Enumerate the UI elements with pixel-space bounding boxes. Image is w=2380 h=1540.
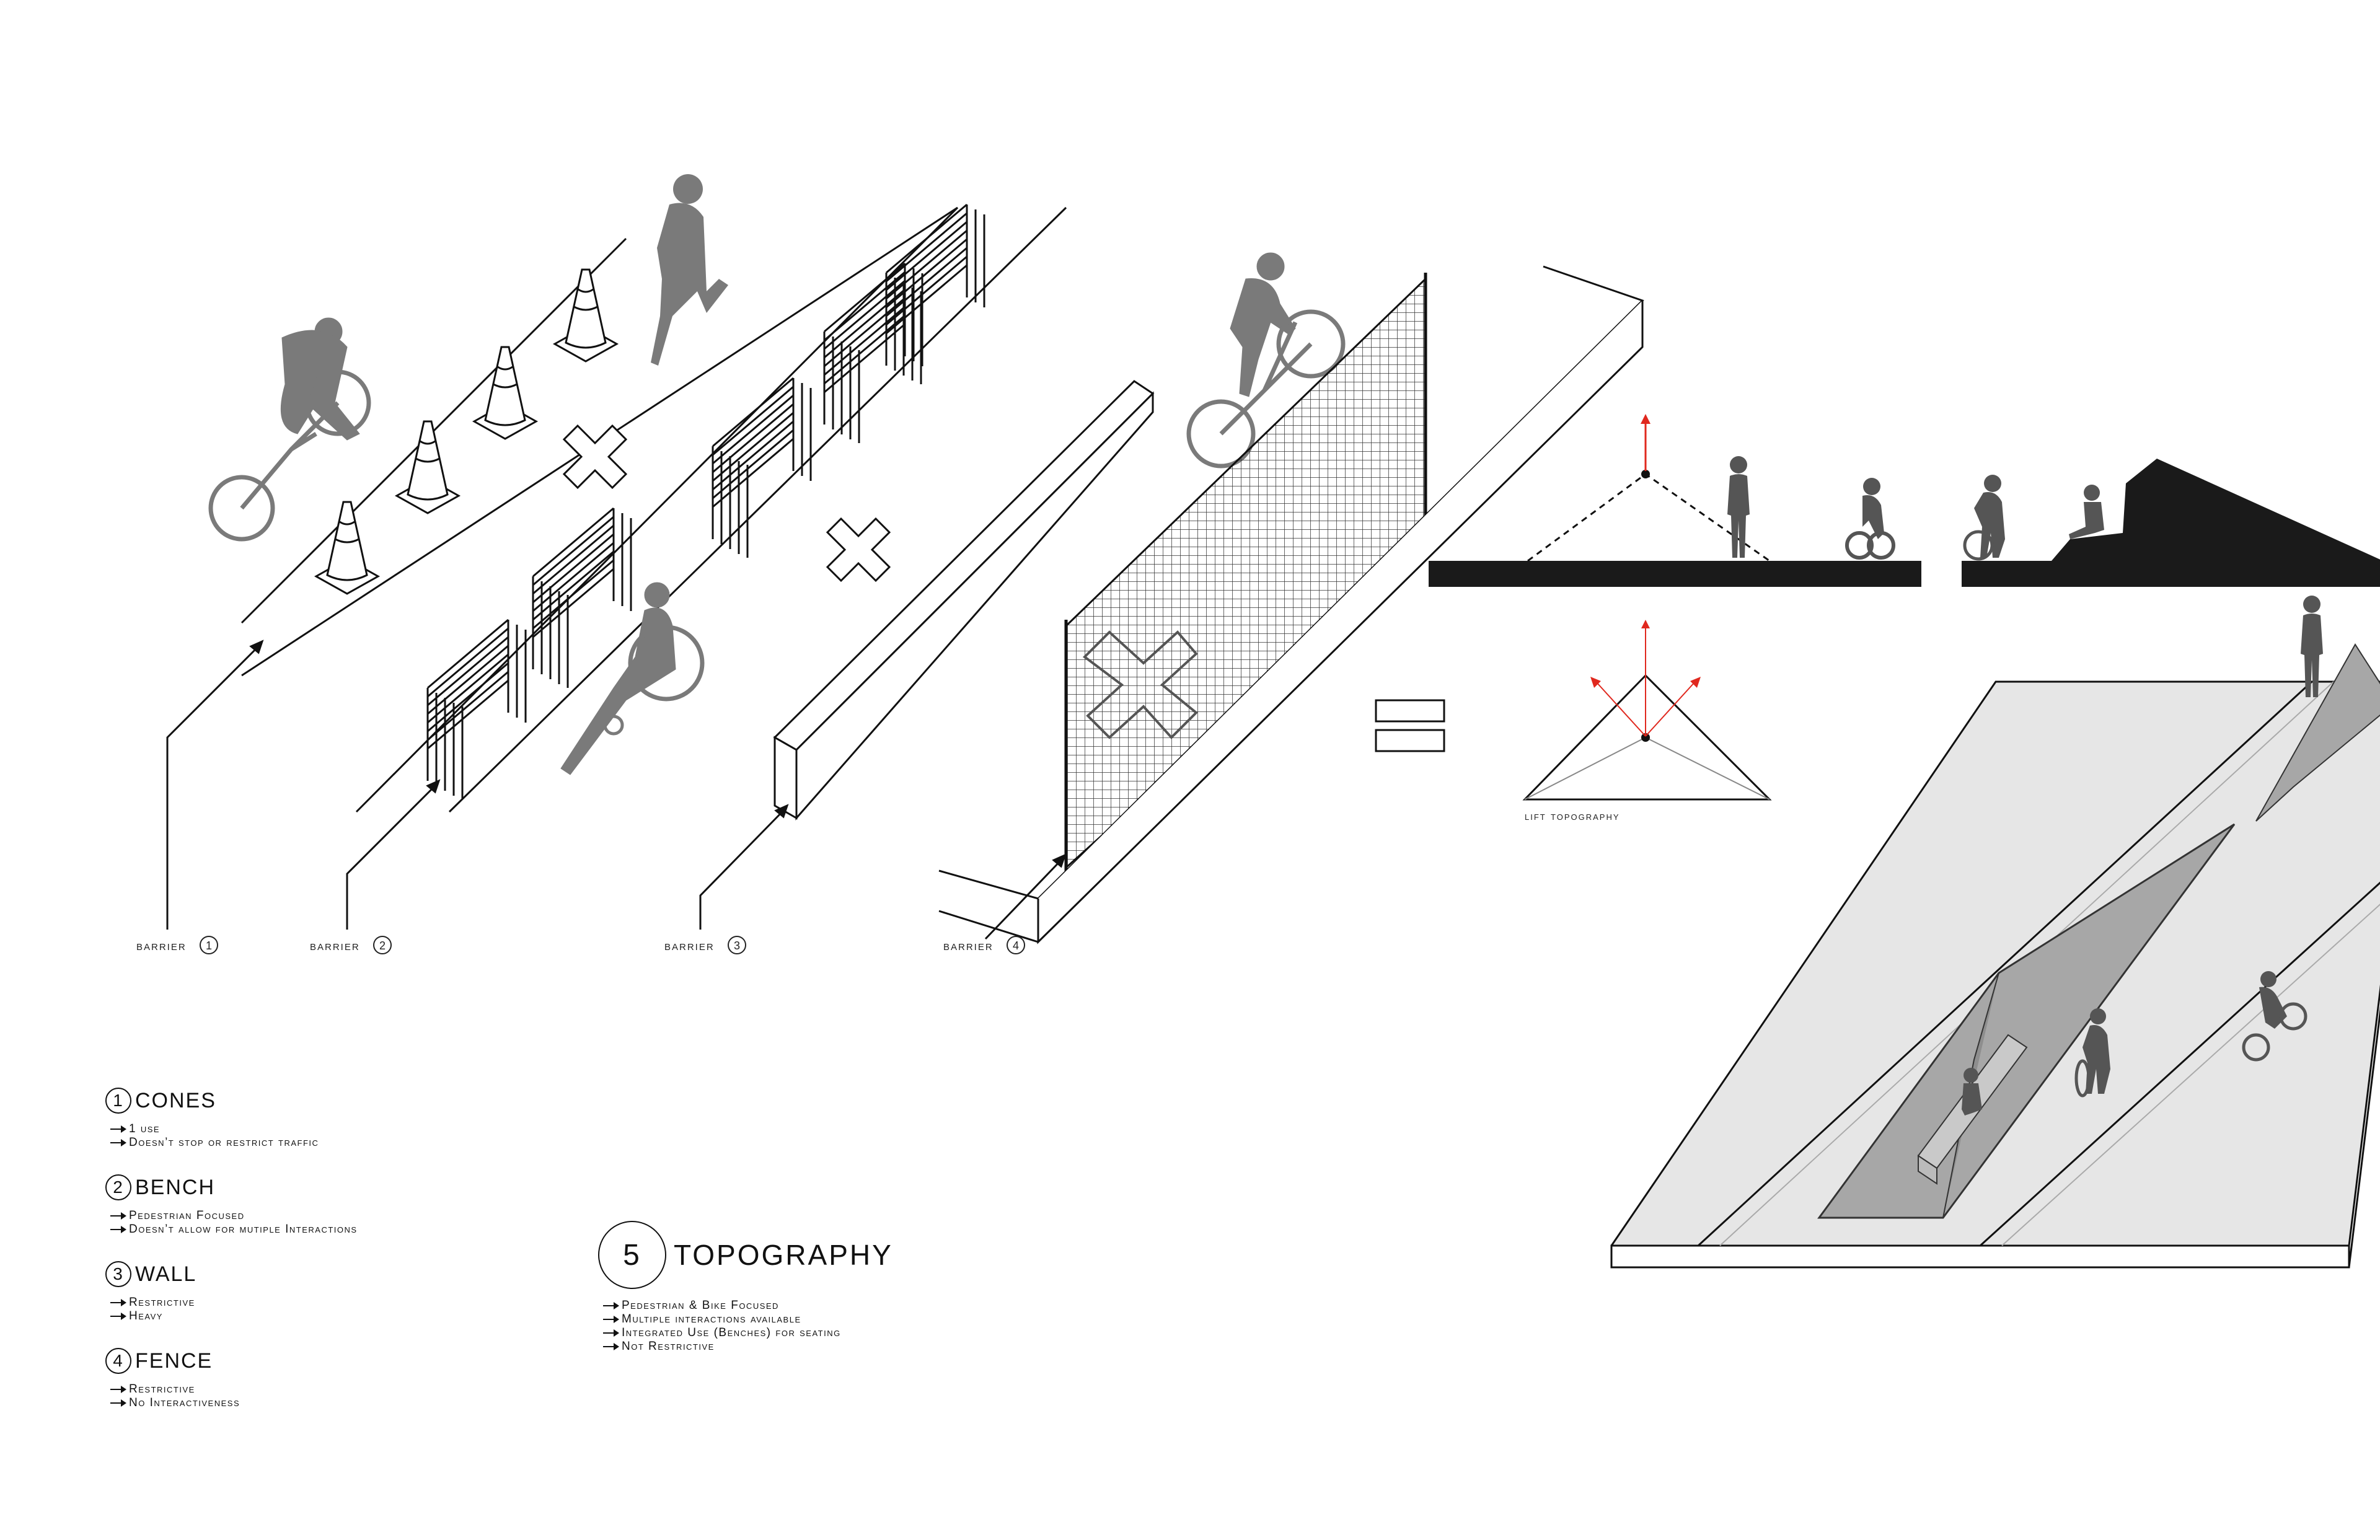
arrow-icon xyxy=(603,1342,619,1350)
barrier-4-label: barrier xyxy=(943,938,994,953)
cyclist-side-silhouette xyxy=(1845,478,1895,560)
barrier-4-fence xyxy=(938,265,1644,944)
topography-section xyxy=(1429,414,2380,587)
seated-person-silhouette xyxy=(2069,485,2104,539)
svg-text:1: 1 xyxy=(206,939,212,952)
arrow-icon xyxy=(110,1298,126,1306)
barrier-2-label: barrier xyxy=(310,938,360,953)
arrow-icon xyxy=(603,1315,619,1323)
cone-icon xyxy=(553,268,618,363)
pedestrian-silhouette xyxy=(651,174,728,366)
arrow-icon xyxy=(110,1312,126,1320)
legend-title: BENCH xyxy=(135,1175,216,1199)
svg-text:2: 2 xyxy=(379,939,386,952)
barrier-4-leader xyxy=(984,853,1067,940)
number-badge: 3 xyxy=(105,1261,131,1287)
arrow-icon xyxy=(110,1212,126,1220)
bench-icon xyxy=(712,377,812,559)
seated-person-axon xyxy=(1962,1068,1982,1115)
barrier-3-wall xyxy=(699,252,1346,930)
barrier-3-leader xyxy=(699,804,789,930)
topography-axonometric xyxy=(1610,596,2380,1269)
svg-text:3: 3 xyxy=(734,939,740,952)
bench-icon xyxy=(426,618,527,801)
arrow-icon xyxy=(110,1225,126,1233)
number-badge: 4 xyxy=(105,1348,131,1374)
arrow-icon xyxy=(110,1138,126,1146)
svg-text:4: 4 xyxy=(1013,939,1019,952)
barrier-2-leader xyxy=(346,779,441,930)
legend-title: WALL xyxy=(135,1262,197,1286)
equals-sign xyxy=(1375,699,1445,752)
barrier-3-label: barrier xyxy=(664,938,715,953)
cone-icon xyxy=(473,346,537,440)
arrow-icon xyxy=(603,1329,619,1337)
cyclist-silhouette-2 xyxy=(1186,252,1346,469)
arrow-icon xyxy=(110,1399,126,1407)
barrier-labels: barrier 1 barrier 2 barrier 3 barrier 4 xyxy=(136,936,1025,954)
x-mark-icon xyxy=(563,425,627,489)
number-badge: 1 xyxy=(105,1088,131,1114)
topography-legend: 5 TOPOGRAPHY Pedestrian & Bike Focused M… xyxy=(598,1221,893,1353)
barrier-2-bench xyxy=(346,203,1067,930)
cone-icon xyxy=(395,420,460,514)
arrow-icon xyxy=(110,1385,126,1393)
number-badge: 2 xyxy=(105,1174,131,1200)
bench-icon xyxy=(885,203,985,385)
barrier-1-cones xyxy=(166,174,958,930)
person-silhouette xyxy=(1727,456,1750,558)
number-badge-large: 5 xyxy=(598,1221,666,1289)
barrier-1-label: barrier xyxy=(136,938,187,953)
arrow-icon xyxy=(603,1301,619,1309)
barrier-1-leader xyxy=(166,640,264,930)
cyclist-axon xyxy=(2242,971,2307,1062)
lift-topography-diagram: lift topography xyxy=(1522,620,1772,823)
wheelchair-silhouette xyxy=(560,582,705,775)
cyclist-standing-silhouette xyxy=(1963,475,2005,561)
x-mark-icon xyxy=(826,517,891,582)
lift-topography-label: lift topography xyxy=(1525,810,1620,823)
arrow-icon xyxy=(110,1125,126,1133)
topography-title: TOPOGRAPHY xyxy=(674,1239,893,1271)
legend-title: CONES xyxy=(135,1088,216,1112)
cyclist-standing-axon xyxy=(2074,1008,2110,1098)
cone-icon xyxy=(315,501,379,595)
bench-icon xyxy=(532,507,632,689)
cyclist-silhouette xyxy=(208,317,371,542)
legend-title: FENCE xyxy=(135,1349,213,1373)
